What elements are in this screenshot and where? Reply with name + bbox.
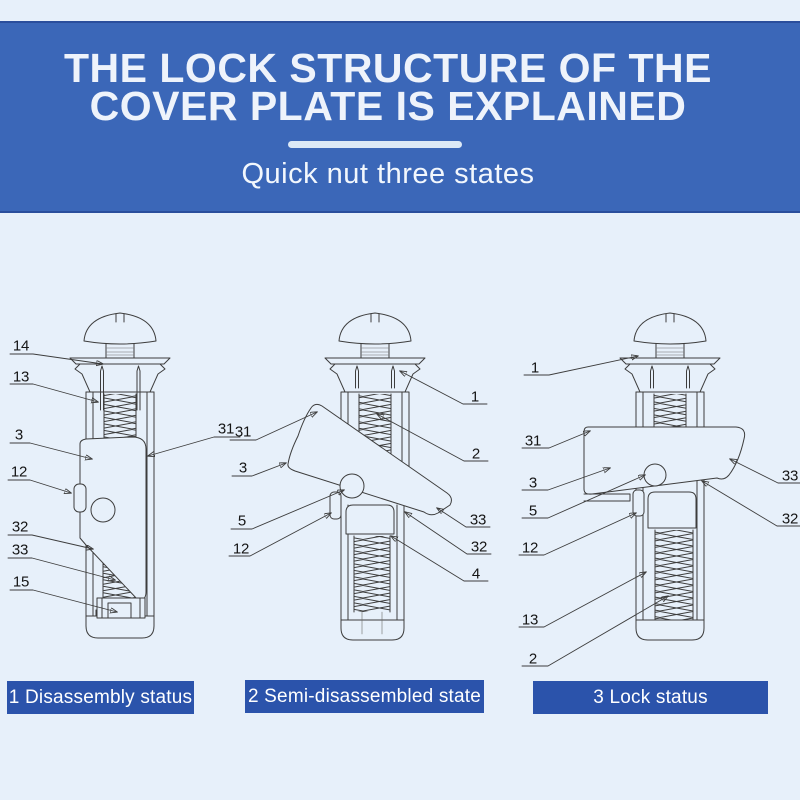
callout-5: 5 — [528, 502, 538, 520]
callout-33: 33 — [469, 511, 487, 529]
caption-semi-disassembled-state: 2 Semi-disassembled state — [245, 680, 484, 713]
subtitle: Quick nut three states — [241, 158, 535, 190]
header-banner: THE LOCK STRUCTURE OF THE COVER PLATE IS… — [0, 21, 800, 213]
callout-32: 32 — [11, 518, 29, 536]
callout-12: 12 — [232, 540, 250, 558]
callout-1: 1 — [530, 359, 540, 377]
callout-15: 15 — [12, 573, 30, 591]
callout-5: 5 — [237, 512, 247, 530]
callout-13: 13 — [521, 611, 539, 629]
page-title: THE LOCK STRUCTURE OF THE COVER PLATE IS… — [0, 45, 788, 129]
callout-33: 33 — [781, 467, 799, 485]
title-divider — [288, 141, 462, 148]
caption-lock-status: 3 Lock status — [533, 681, 768, 714]
callout-3: 3 — [238, 459, 248, 477]
callout-33: 33 — [11, 541, 29, 559]
diagram-2-drawing — [228, 312, 492, 641]
callout-2: 2 — [528, 650, 538, 668]
callout-32: 32 — [470, 538, 488, 556]
callout-32: 32 — [781, 510, 799, 528]
callout-3: 3 — [528, 474, 538, 492]
diagram-3-drawing — [518, 312, 800, 667]
callout-31: 31 — [524, 432, 542, 450]
callout-2: 2 — [471, 445, 481, 463]
diagram-1-drawing — [7, 312, 241, 639]
callout-1: 1 — [470, 388, 480, 406]
callout-12: 12 — [10, 463, 28, 481]
banner-content: THE LOCK STRUCTURE OF THE COVER PLATE IS… — [0, 23, 788, 211]
caption-disassembly-status: 1 Disassembly status — [7, 681, 194, 714]
callout-31: 31 — [217, 420, 235, 438]
callout-4: 4 — [471, 565, 481, 583]
page-title-line1: THE LOCK STRUCTURE OF THE — [64, 45, 712, 91]
callout-12: 12 — [521, 539, 539, 557]
callout-3: 3 — [14, 426, 24, 444]
page-title-line2: COVER PLATE IS EXPLAINED — [89, 83, 687, 129]
callout-31: 31 — [234, 423, 252, 441]
callout-13: 13 — [12, 368, 30, 386]
callout-14: 14 — [12, 337, 30, 355]
